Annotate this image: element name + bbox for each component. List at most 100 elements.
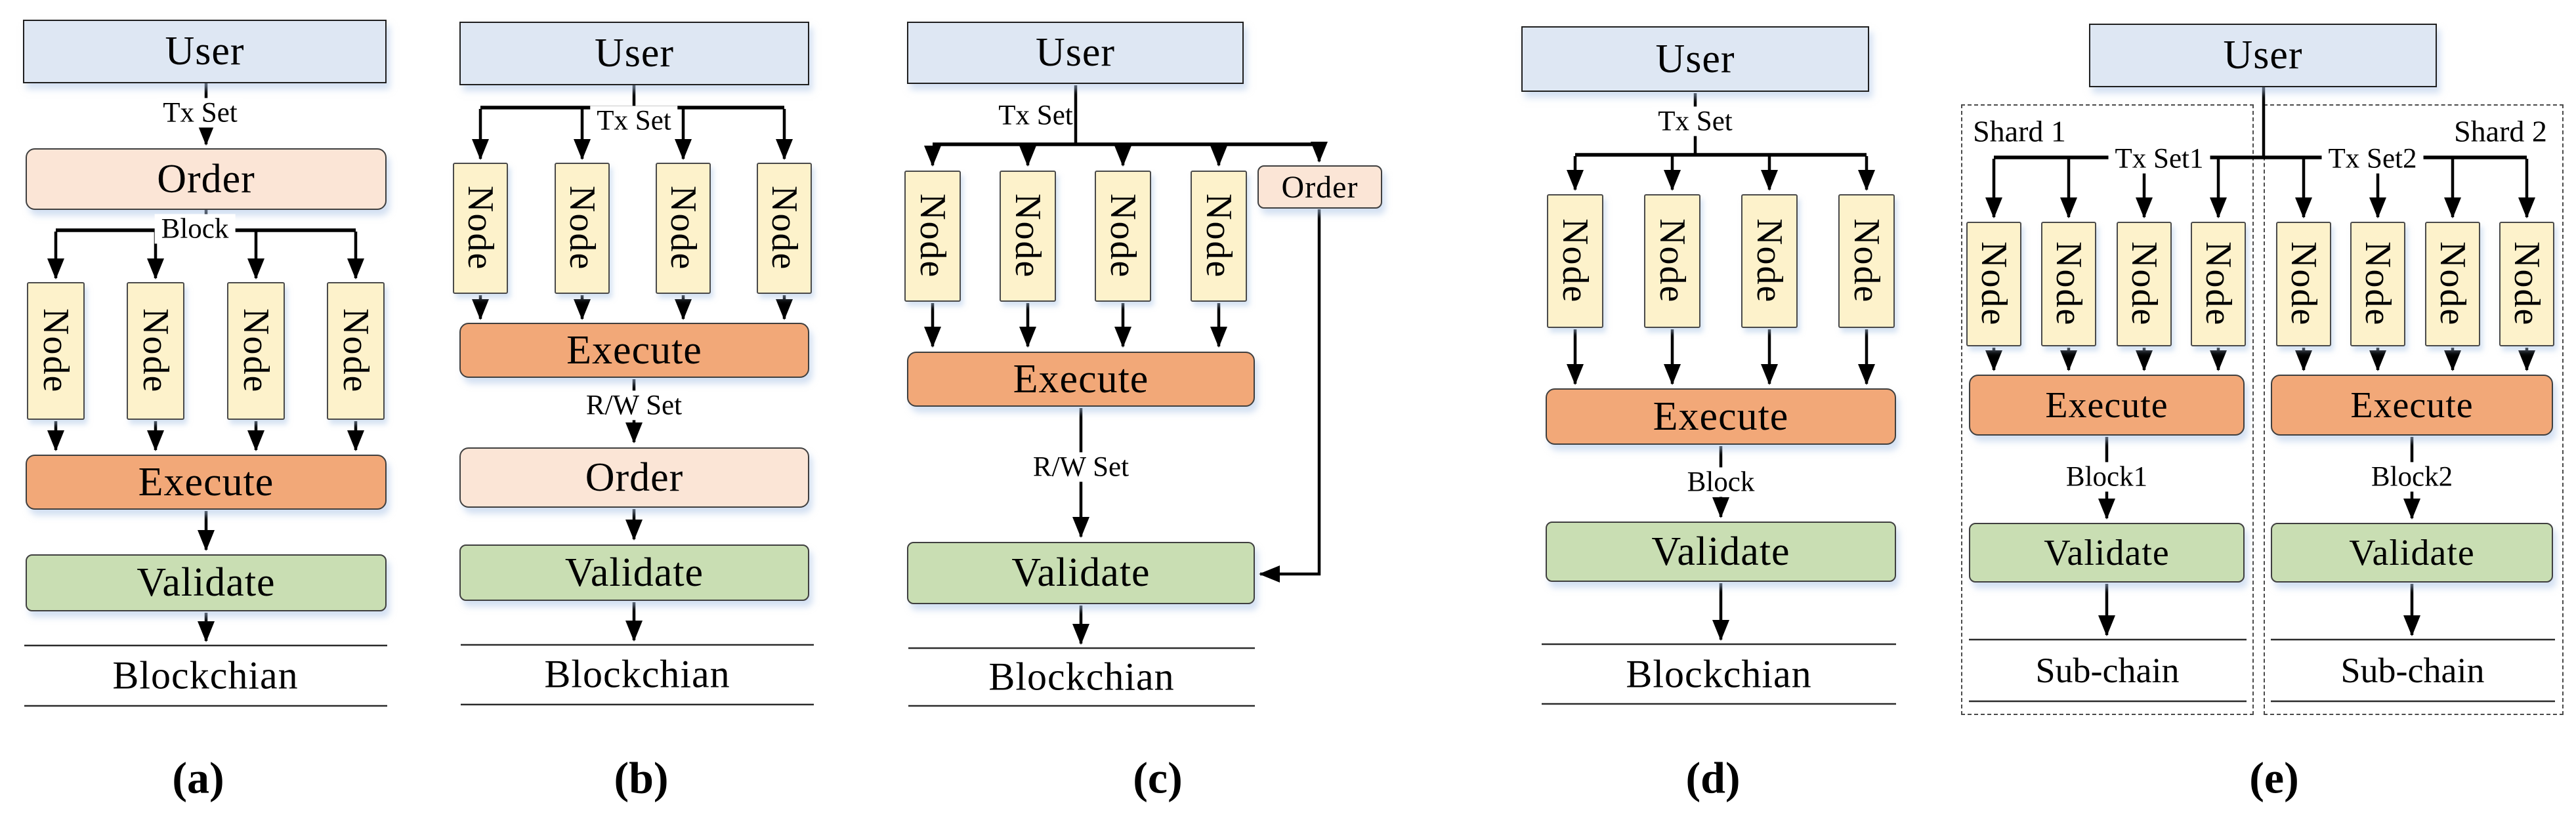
panel-c-rwset-label: R/W Set <box>1026 452 1136 482</box>
panel-c-arrows <box>908 85 1328 707</box>
shard1-title: Shard 1 <box>1973 114 2066 148</box>
shard2-node-1: Node <box>2276 222 2331 346</box>
execute-label: Execute <box>1013 356 1149 401</box>
shard2-execute-box: Execute <box>2271 375 2553 436</box>
panel-b-node-1: Node <box>453 163 508 294</box>
shard1-block1-label: Block1 <box>2059 462 2155 492</box>
node-label: Node <box>2432 241 2473 327</box>
node-label: Node <box>912 194 953 279</box>
panel-b-order-box: Order <box>459 447 809 508</box>
panel-c-node-2: Node <box>1000 171 1056 302</box>
panel-b-node-3: Node <box>656 163 711 294</box>
node-label: Node <box>2283 241 2324 327</box>
validate-label: Validate <box>1011 550 1151 595</box>
shard2-subchain-text: Sub-chain <box>2340 651 2485 690</box>
shard2-node-4: Node <box>2499 222 2554 346</box>
user-label: User <box>165 29 245 73</box>
shard2-node-2: Node <box>2350 222 2405 346</box>
node-label: Node <box>1749 218 1790 304</box>
panel-b-txset-label: Tx Set <box>590 106 678 136</box>
validate-label: Validate <box>2349 532 2475 573</box>
user-label: User <box>1655 36 1735 81</box>
node-label: Node <box>2357 241 2398 327</box>
node-label: Node <box>562 186 602 271</box>
panel-a-node-1: Node <box>27 282 85 420</box>
shard1-txset1-label: Tx Set1 <box>2108 144 2210 174</box>
panel-c-validate-box: Validate <box>907 542 1255 604</box>
panel-c-caption: (c) <box>1133 752 1183 803</box>
validate-label: Validate <box>564 550 704 595</box>
panel-a-caption: (a) <box>172 752 224 803</box>
panel-c-txset-label: Tx Set <box>998 100 1073 131</box>
user-label: User <box>2223 33 2303 77</box>
node-label: Node <box>663 186 704 271</box>
panel-d-validate-box: Validate <box>1546 522 1896 582</box>
execute-label: Execute <box>566 327 702 373</box>
shard1-subchain-text: Sub-chain <box>2035 651 2180 690</box>
node-label: Node <box>1974 241 2014 327</box>
execute-label: Execute <box>2045 384 2168 426</box>
panel-c-node-1: Node <box>904 171 961 302</box>
node-label: Node <box>2506 241 2547 327</box>
order-label: Order <box>1281 169 1359 205</box>
user-label: User <box>594 31 675 75</box>
node-label: Node <box>2124 241 2164 327</box>
panel-a-blockchain-text: Blockchian <box>112 653 299 697</box>
shard1-execute-box: Execute <box>1969 375 2245 436</box>
shard1-node-2: Node <box>2041 222 2096 346</box>
node-label: Node <box>1007 194 1048 279</box>
shard2-title: Shard 2 <box>2454 114 2547 148</box>
panel-e-user-box: User <box>2089 24 2437 87</box>
panel-b-arrows <box>461 85 814 706</box>
panel-a-node-4: Node <box>327 282 385 420</box>
panel-b-node-2: Node <box>555 163 610 294</box>
execute-label: Execute <box>1653 394 1789 439</box>
order-label: Order <box>585 455 684 500</box>
panel-a-block-label: Block <box>154 214 236 244</box>
node-label: Node <box>135 308 176 394</box>
validate-label: Validate <box>1651 529 1790 574</box>
panel-b-rwset-label: R/W Set <box>579 390 689 420</box>
panel-d-caption: (d) <box>1685 752 1741 803</box>
panel-a-node-3: Node <box>227 282 285 420</box>
node-label: Node <box>335 308 376 394</box>
panel-d-node-1: Node <box>1547 194 1603 328</box>
node-label: Node <box>1846 218 1887 304</box>
panel-a-user-box: User <box>23 20 387 83</box>
panel-d-blockchain-text: Blockchian <box>1626 652 1812 696</box>
panel-d-node-3: Node <box>1741 194 1798 328</box>
shard2-block2-label: Block2 <box>2364 462 2460 492</box>
shard1-container <box>1961 104 2254 715</box>
panel-c-node-4: Node <box>1191 171 1247 302</box>
panel-a-validate-box: Validate <box>26 554 387 611</box>
panel-d-node-2: Node <box>1644 194 1700 328</box>
node-label: Node <box>2048 241 2089 327</box>
panel-b-execute-box: Execute <box>459 323 809 378</box>
panel-b-user-box: User <box>459 22 809 85</box>
panel-a-txset-label: Tx Set <box>156 98 244 128</box>
node-label: Node <box>35 308 76 394</box>
shard1-node-3: Node <box>2117 222 2172 346</box>
shard1-node-1: Node <box>1966 222 2021 346</box>
panel-d-execute-box: Execute <box>1546 388 1896 445</box>
node-label: Node <box>1555 218 1595 304</box>
panel-a-execute-box: Execute <box>26 455 387 510</box>
node-label: Node <box>2198 241 2239 327</box>
panel-b-blockchain-text: Blockchian <box>544 652 730 696</box>
panel-a-order-box: Order <box>26 148 387 210</box>
validate-label: Validate <box>137 560 276 605</box>
shard2-txset2-label: Tx Set2 <box>2321 144 2424 174</box>
execute-label: Execute <box>2350 384 2474 426</box>
node-label: Node <box>236 308 276 394</box>
shard2-validate-box: Validate <box>2271 523 2553 583</box>
order-label: Order <box>157 156 255 201</box>
user-label: User <box>1035 30 1116 75</box>
panel-e-caption: (e) <box>2249 752 2299 803</box>
shard2-node-3: Node <box>2425 222 2480 346</box>
shard1-validate-box: Validate <box>1969 523 2245 583</box>
panel-d-user-box: User <box>1521 26 1869 92</box>
panel-c-node-3: Node <box>1095 171 1151 302</box>
node-label: Node <box>764 186 805 271</box>
node-label: Node <box>460 186 501 271</box>
